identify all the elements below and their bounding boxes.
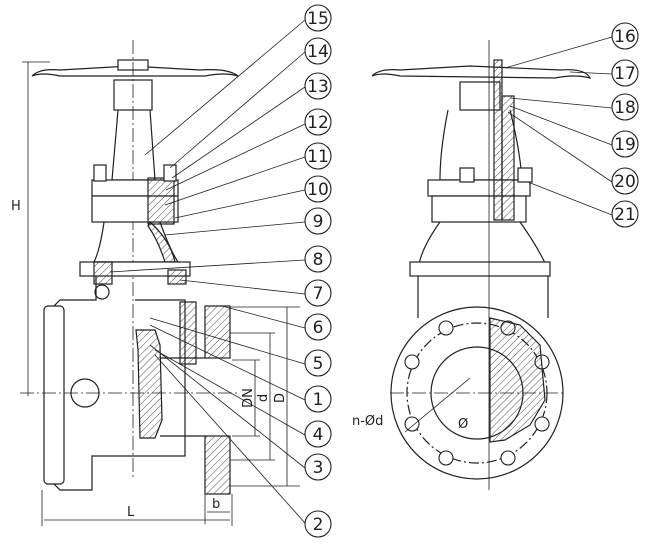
callout-11: 11 [304, 142, 332, 170]
callout-18: 18 [611, 93, 639, 121]
svg-text:9: 9 [313, 212, 324, 232]
svg-text:14: 14 [307, 42, 329, 62]
callout-12: 12 [304, 108, 332, 136]
handwheel [31, 65, 239, 77]
callout-5: 5 [304, 349, 332, 377]
callout-16: 16 [611, 22, 639, 50]
svg-text:21: 21 [614, 205, 636, 225]
valve-front-view: n-Ød Ø [352, 40, 592, 490]
callout-4: 4 [304, 420, 332, 448]
dim-n-od: n-Ød [352, 414, 383, 429]
svg-text:10: 10 [307, 180, 329, 200]
callout-19: 19 [611, 130, 639, 158]
dim-DN: DN [241, 388, 256, 408]
callout-20: 20 [611, 167, 639, 195]
svg-text:7: 7 [313, 284, 324, 304]
leader-lines [109, 19, 613, 524]
callout-7: 7 [304, 279, 332, 307]
callouts-right: 16 17 18 19 20 21 [611, 22, 639, 228]
callout-6: 6 [304, 313, 332, 341]
svg-text:17: 17 [614, 64, 636, 84]
svg-text:4: 4 [313, 425, 324, 445]
dim-H: H [11, 199, 21, 214]
callout-3: 3 [304, 453, 332, 481]
dim-L: L [127, 505, 135, 520]
svg-text:8: 8 [313, 250, 324, 270]
svg-text:16: 16 [614, 27, 636, 47]
dim-b: b [212, 497, 220, 512]
svg-text:6: 6 [313, 318, 324, 338]
svg-text:12: 12 [307, 113, 329, 133]
callout-2: 2 [304, 510, 332, 538]
callout-21: 21 [611, 200, 639, 228]
svg-text:11: 11 [307, 147, 329, 167]
callout-10: 10 [304, 175, 332, 203]
svg-text:3: 3 [313, 458, 324, 478]
svg-text:5: 5 [313, 354, 324, 374]
dim-d: d [256, 394, 271, 402]
callout-14: 14 [304, 37, 332, 65]
svg-text:15: 15 [307, 9, 329, 29]
svg-text:1: 1 [313, 390, 324, 410]
svg-text:19: 19 [614, 135, 636, 155]
callouts-left: 15 14 13 12 11 10 9 8 7 6 5 1 4 3 2 [304, 4, 332, 538]
callout-8: 8 [304, 245, 332, 273]
dim-pcd: Ø [458, 417, 468, 432]
callout-17: 17 [611, 59, 639, 87]
dim-D: D [273, 393, 288, 403]
valve-side-section: H L b DN d D [11, 40, 300, 526]
callout-13: 13 [304, 72, 332, 100]
svg-text:2: 2 [313, 515, 324, 535]
svg-text:18: 18 [614, 98, 636, 118]
svg-text:13: 13 [307, 77, 329, 97]
svg-text:20: 20 [614, 172, 636, 192]
callout-1: 1 [304, 385, 332, 413]
callout-9: 9 [304, 207, 332, 235]
callout-15: 15 [304, 4, 332, 32]
